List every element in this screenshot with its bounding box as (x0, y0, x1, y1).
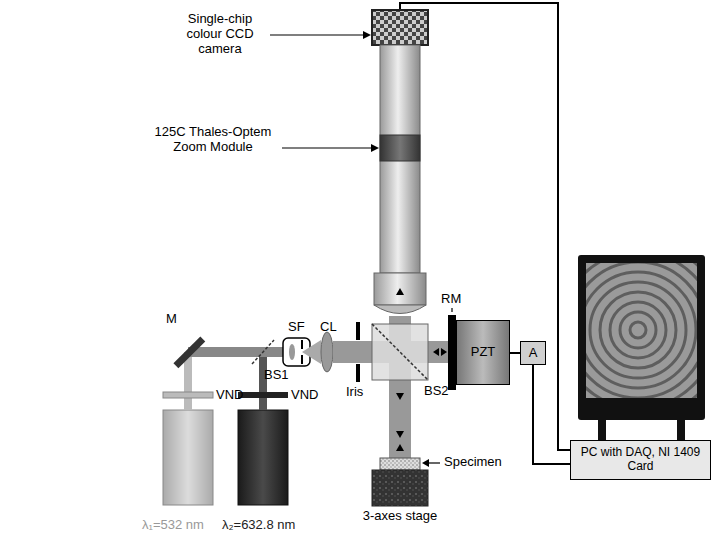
iris-label: Iris (346, 385, 363, 400)
signal-wire (510, 352, 520, 354)
stage-label: 3-axes stage (350, 509, 450, 524)
device-box: A (520, 341, 546, 365)
camera-label: Single-chip colour CCD camera (175, 12, 265, 57)
reference-mirror-label: RM (441, 292, 461, 307)
device-name: PC with DAQ, NI 1409 Card (571, 446, 710, 474)
filter-label: VND (216, 388, 243, 403)
filter-label: VND (291, 388, 318, 403)
device-box: PC with DAQ, NI 1409 Card (570, 440, 711, 480)
lens-label: CL (320, 320, 337, 335)
wavelength-label: λ₂=632.8 nm (222, 518, 295, 533)
signal-wire (533, 365, 570, 464)
beam-splitter-label: BS2 (424, 384, 449, 399)
specimen-label: Specimen (444, 455, 502, 470)
beam-splitter-label: BS1 (264, 368, 289, 383)
device-name: PZT (471, 345, 496, 360)
wavelength-label: λ₁=532 nm (142, 518, 204, 533)
device-box: PZT (456, 320, 510, 385)
device-name: A (529, 346, 538, 361)
zoom-module-label: 125C Thales-Optem Zoom Module (148, 125, 278, 155)
mirror-label: M (166, 312, 177, 327)
spatial-filter-label: SF (288, 320, 305, 335)
